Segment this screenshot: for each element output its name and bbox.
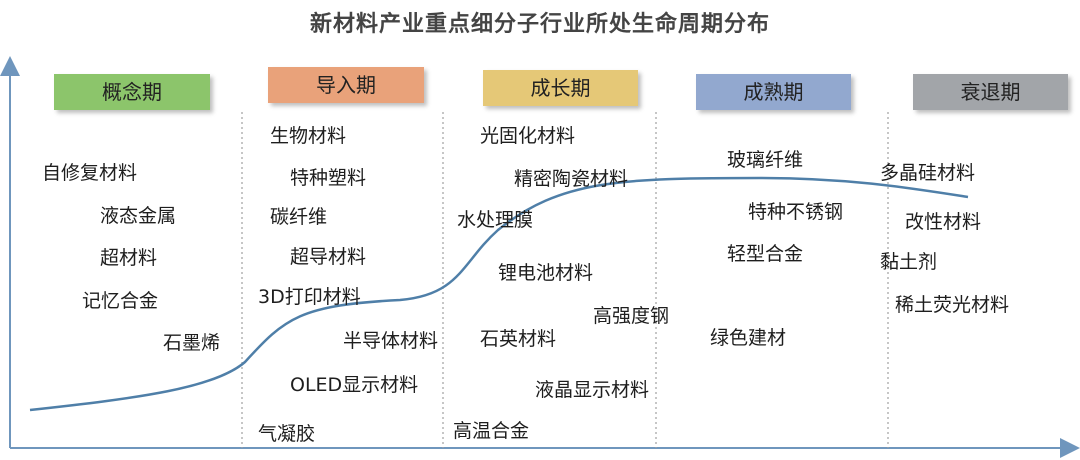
material-item: 高强度钢	[593, 305, 670, 327]
material-item: 精密陶瓷材料	[514, 168, 629, 190]
material-item: 光固化材料	[480, 125, 576, 147]
material-item: 高温合金	[453, 420, 530, 442]
material-item: 超材料	[100, 247, 158, 269]
material-item: 气凝胶	[258, 423, 316, 445]
material-item: 轻型合金	[727, 243, 804, 265]
lifecycle-curve	[29, 176, 969, 412]
material-item: OLED显示材料	[290, 374, 419, 396]
material-item: 3D打印材料	[258, 286, 361, 308]
material-item: 锂电池材料	[498, 262, 594, 284]
material-item: 碳纤维	[270, 206, 328, 228]
material-item: 多晶硅材料	[880, 162, 976, 184]
material-item: 黏土剂	[880, 251, 938, 273]
stage-concept: 概念期	[54, 74, 210, 110]
material-item: 石墨烯	[163, 332, 221, 354]
material-item: 玻璃纤维	[727, 149, 804, 171]
material-item: 稀土荧光材料	[895, 294, 1010, 316]
material-item: 超导材料	[290, 246, 367, 268]
material-item: 液态金属	[100, 205, 177, 227]
material-item: 自修复材料	[42, 162, 138, 184]
material-item: 生物材料	[270, 125, 347, 147]
material-item: 特种不锈钢	[748, 201, 844, 223]
diagram-title: 新材料产业重点细分子行业所处生命周期分布	[309, 12, 770, 37]
material-item: 改性材料	[905, 211, 982, 233]
material-item: 绿色建材	[710, 327, 787, 349]
material-item: 半导体材料	[343, 330, 439, 352]
material-item: 特种塑料	[290, 167, 367, 189]
material-item: 水处理膜	[457, 209, 534, 231]
stage-growth: 成长期	[483, 70, 638, 106]
stage-import: 导入期	[268, 67, 424, 103]
material-item: 石英材料	[480, 328, 557, 350]
stage-mature: 成熟期	[696, 74, 851, 110]
material-item: 记忆合金	[82, 290, 159, 312]
material-item: 液晶显示材料	[535, 379, 650, 401]
stage-decline: 衰退期	[913, 74, 1068, 110]
